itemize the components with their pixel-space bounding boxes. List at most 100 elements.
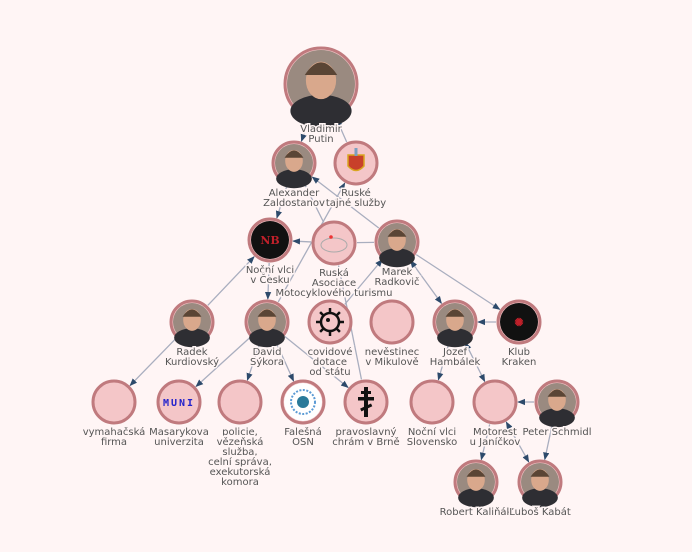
node-label: Ľuboš Kabát: [509, 506, 571, 518]
node-circle: [217, 379, 263, 425]
node-circle: [369, 299, 415, 345]
portrait-photo-icon: [457, 463, 495, 508]
node-label: vymahačská: [83, 426, 146, 438]
node-label: Marek: [382, 267, 413, 278]
node-label: v Mikulově: [365, 356, 418, 368]
edge-sykora-policie: [246, 343, 261, 381]
club-logo-icon: ✺: [500, 303, 538, 341]
node-label: Radek: [176, 347, 207, 358]
virus-icon: [316, 308, 344, 336]
node-circle: [409, 379, 455, 425]
svg-text:✺: ✺: [514, 316, 523, 329]
edge-radkovic-hambalek: [409, 259, 443, 305]
node-label: služba,: [222, 446, 257, 458]
edge-sykora-osn: [275, 342, 295, 382]
node-circle: [91, 379, 137, 425]
edge-ruska_asociace-zaldostanov: [303, 183, 325, 223]
edge-radkovic-zaldostanov: [311, 176, 380, 229]
node-label: Vladimir: [300, 124, 342, 135]
node-label: od státu: [309, 366, 350, 378]
node-label: Jozef: [442, 347, 467, 358]
portrait-photo-icon: [173, 303, 211, 348]
edge-hambalek-nocni_sk: [437, 343, 450, 381]
edge-schmidl-kabat: [543, 424, 553, 461]
portrait-photo-icon: [521, 463, 559, 508]
node-label: Kurdiovský: [165, 356, 219, 368]
node-circle: [307, 299, 353, 345]
node-circle: [472, 379, 518, 425]
node-label: David: [253, 347, 282, 358]
edge-kurdiovsky-vymahacska: [129, 338, 177, 387]
svg-text:MUNI: MUNI: [163, 398, 195, 409]
node-label: Ruská: [319, 267, 349, 279]
node-schmidl[interactable]: Peter Schmidl: [521, 379, 593, 440]
node-label: tajné služby: [326, 197, 386, 209]
node-label: Zaldostanov: [263, 198, 325, 209]
node-label: chrám v Brně: [332, 436, 399, 448]
portrait-photo-icon: [287, 50, 355, 128]
un-emblem-icon: [284, 383, 322, 421]
node-label: vězeňská: [217, 436, 264, 448]
edge-motorest-kalinak: [479, 424, 491, 461]
club-logo-icon: NB: [251, 221, 289, 259]
svg-text:NB: NB: [260, 234, 279, 247]
node-kalinak[interactable]: Robert Kaliňák: [438, 459, 514, 520]
node-label: covidové: [308, 346, 353, 358]
edge-hambalek-motorest: [464, 341, 486, 383]
orthodox-cross-icon: [358, 387, 374, 417]
edge-radkovic-kraken: [415, 254, 501, 310]
edge-ruska_asociace-nocni_vlci_cz: [292, 238, 312, 245]
node-label: Ruské: [341, 187, 371, 199]
node-label: Klub: [508, 347, 530, 358]
edge-sykora-ruske_sluzby: [277, 182, 346, 303]
edge-kurdiovsky-nocni_vlci_cz: [207, 256, 255, 306]
node-kabat[interactable]: Ľuboš Kabát: [508, 459, 572, 520]
node-label: Robert Kaliňák: [440, 506, 513, 518]
edge-zaldostanov-nocni_vlci_cz: [275, 184, 288, 219]
edge-sykora-chram: [284, 335, 349, 389]
node-label: komora: [221, 477, 259, 488]
node-label: Alexander: [269, 188, 320, 199]
node-label: u Janíčkov: [470, 436, 521, 448]
portrait-photo-icon: [275, 144, 313, 189]
portrait-photo-icon: [248, 303, 286, 348]
association-logo-icon: [320, 235, 348, 253]
node-label: v Česku: [250, 273, 289, 286]
node-label: exekutorská: [210, 466, 271, 478]
edges-layer: [129, 118, 553, 463]
node-label: Sýkora: [250, 356, 284, 368]
node-label: Slovensko: [407, 437, 457, 448]
edge-sykora-muni: [195, 336, 251, 388]
node-label: Hambálek: [430, 356, 481, 368]
node-label: Masarykova: [149, 427, 209, 438]
node-label: Motorest: [473, 427, 517, 438]
edge-covid-radkovic: [344, 259, 383, 305]
node-label: pravoslavný: [336, 426, 397, 438]
portrait-photo-icon: [538, 383, 576, 428]
fsb-emblem-icon: [347, 148, 365, 172]
node-label: nevěstinec: [365, 346, 419, 358]
edge-nocni_vlci_cz-sykora: [264, 262, 272, 300]
nodes-layer: VladimirPutinAlexanderZaldostanovRuskéta…: [81, 46, 593, 520]
node-label: Falešná: [284, 426, 322, 438]
